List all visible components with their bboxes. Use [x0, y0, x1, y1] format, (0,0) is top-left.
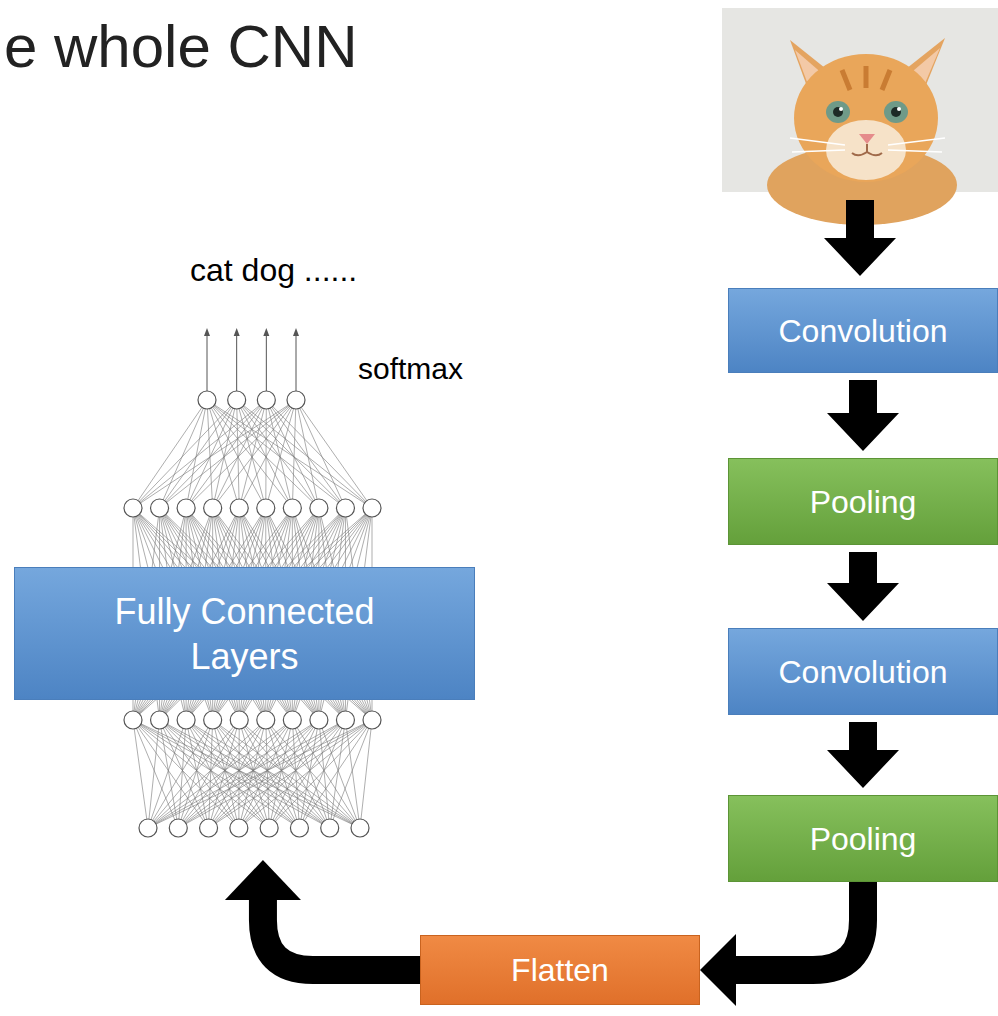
convolution-box: Convolution: [728, 628, 998, 715]
flow-arrow: [827, 722, 899, 788]
title: e whole CNN: [4, 12, 357, 81]
fully-connected-box: Fully Connected Layers: [14, 567, 475, 700]
class-labels: cat dog ......: [190, 252, 357, 289]
cat-photo: [722, 8, 998, 225]
flow-arrow: [827, 380, 899, 451]
pooling-box: Pooling: [728, 795, 998, 882]
box-label: Pooling: [810, 482, 917, 522]
flatten-box: Flatten: [420, 935, 700, 1005]
box-label: Flatten: [511, 950, 609, 990]
input-arrow: [824, 200, 896, 276]
box-label: Convolution: [779, 652, 948, 692]
flow-arrow: [225, 860, 420, 970]
box-label: Fully Connected Layers: [85, 589, 404, 679]
flow-arrow: [700, 882, 863, 1006]
convolution-box: Convolution: [728, 288, 998, 373]
flow-arrow: [827, 552, 899, 621]
pooling-box: Pooling: [728, 458, 998, 545]
box-label: Pooling: [810, 819, 917, 859]
box-label: Convolution: [779, 311, 948, 351]
softmax-label: softmax: [358, 352, 463, 386]
